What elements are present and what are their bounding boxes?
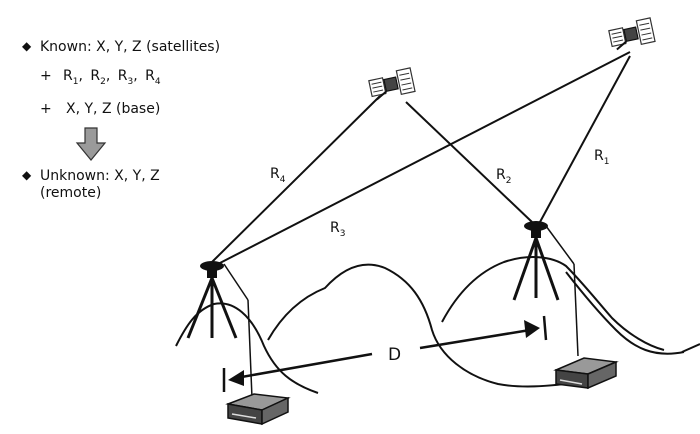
unknown-text-line1: Unknown: X, Y, Z — [40, 168, 160, 184]
range-lines — [211, 51, 631, 265]
arrow-head-left-icon — [228, 370, 244, 386]
satellite-icon — [368, 67, 416, 101]
range-list-r1-base: R — [63, 68, 73, 84]
range-list-r1-sub: 1 — [73, 77, 79, 87]
unknown-text-line2: (remote) — [40, 185, 101, 201]
range-list-r2-sep: , — [106, 68, 110, 84]
legend: ◆ Known: X, Y, Z (satellites) + R1, R2, … — [22, 39, 220, 201]
range-list-r2-sub: 2 — [100, 77, 106, 87]
receiver-icon — [225, 393, 291, 426]
distance-label: D — [388, 345, 401, 365]
line-sat2-remote — [405, 101, 533, 223]
line-sat2-base — [211, 95, 381, 263]
range-label-r3: R3 — [330, 220, 345, 239]
range-list-r2-base: R — [90, 68, 100, 84]
range-list-r3-base: R — [118, 68, 128, 84]
range-label-r4: R4 — [270, 166, 286, 185]
receiver-icon — [553, 357, 619, 390]
range-list-r3-sep: , — [133, 68, 137, 84]
plus-sign-1: + — [40, 68, 52, 84]
baseline-arrow-left — [235, 352, 373, 380]
baseline-distance: D — [222, 315, 548, 392]
range-list-r4-sub: 4 — [155, 77, 161, 87]
plus-sign-2: + — [40, 101, 52, 117]
range-list: R1, R2, R3, R4 — [63, 68, 161, 87]
range-label-r2: R2 — [496, 167, 511, 186]
baseline-tick-right — [542, 315, 548, 341]
tripod-icon — [186, 261, 253, 399]
hill-middle — [267, 263, 591, 388]
range-list-r3-sub: 3 — [127, 77, 133, 87]
range-list-r1-sep: , — [78, 68, 82, 84]
range-list-r4-base: R — [145, 68, 155, 84]
hill-right-slope — [565, 271, 685, 355]
terrain — [175, 256, 700, 394]
known-bullet: ◆ — [22, 39, 32, 53]
line-sat1-base — [217, 51, 631, 265]
baseline-arrow-right — [419, 328, 531, 350]
tripod-icon — [512, 221, 579, 357]
arrow-head-right-icon — [524, 320, 540, 338]
known-text: Known: X, Y, Z (satellites) — [40, 39, 220, 55]
unknown-bullet: ◆ — [22, 168, 32, 182]
hill-left — [175, 302, 319, 394]
hill-far-right — [681, 343, 700, 353]
line-sat1-remote — [539, 55, 631, 223]
range-label-r1: R1 — [594, 148, 609, 167]
down-arrow-icon — [75, 127, 107, 161]
satellite-icon — [608, 17, 656, 51]
hill-right — [441, 256, 665, 351]
base-xyz-text: X, Y, Z (base) — [66, 101, 160, 117]
